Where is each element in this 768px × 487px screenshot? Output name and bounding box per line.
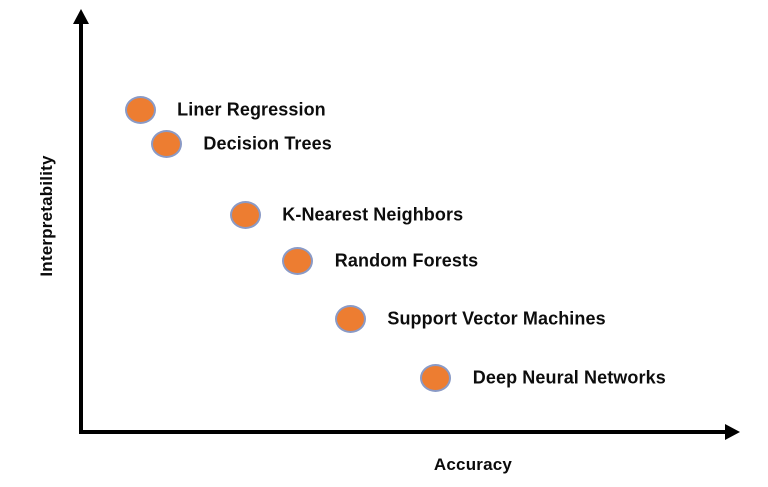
data-point (150, 129, 182, 158)
data-point (420, 363, 452, 392)
x-axis-label: Accuracy (433, 455, 513, 474)
data-point-label: Liner Regression (177, 99, 326, 120)
data-point-label: Random Forests (334, 250, 479, 271)
data-point-label: Deep Neural Networks (472, 367, 666, 388)
data-point-label: K-Nearest Neighbors (282, 204, 464, 225)
data-point (124, 96, 156, 125)
data-point-label: Decision Trees (203, 133, 332, 154)
x-axis-arrow-icon (725, 424, 740, 440)
data-point (229, 200, 261, 229)
data-point (334, 305, 366, 334)
y-axis-line (79, 20, 83, 434)
data-point (282, 246, 314, 275)
x-axis-line (79, 430, 728, 434)
y-axis-arrow-icon (73, 9, 89, 24)
data-point-label: Support Vector Machines (387, 308, 606, 329)
